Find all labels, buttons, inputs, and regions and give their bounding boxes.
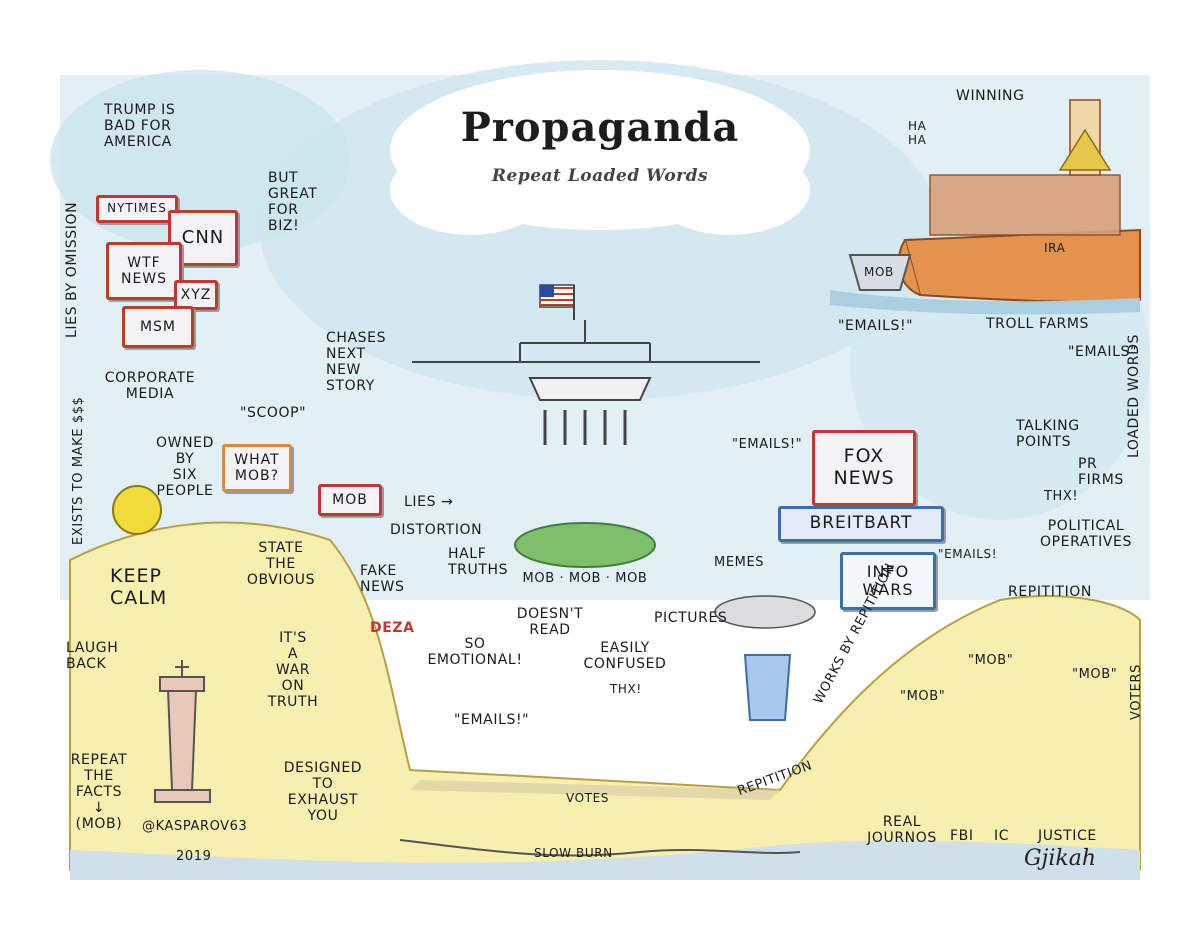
political-operatives-label: POLITICAL OPERATIVES xyxy=(1040,518,1132,551)
owned-by-label: OWNED BY SIX PEOPLE xyxy=(156,435,214,500)
talking-points-label: TALKING POINTS xyxy=(1016,418,1080,451)
easily-confused-label: EASILY CONFUSED xyxy=(583,640,667,673)
outlet-box-xyz: XYZ xyxy=(174,280,218,310)
winning-label: WINNING xyxy=(956,88,1025,104)
ira-label: IRA xyxy=(1044,241,1066,255)
lies-by-omission-label: LIES BY OMISSION xyxy=(64,201,80,338)
emails-quote-label: "EMAILS" xyxy=(1068,344,1137,360)
distortion-label: DISTORTION xyxy=(390,522,483,538)
mob-boat-label: MOB xyxy=(864,265,894,279)
justice-label: JUSTICE xyxy=(1038,828,1097,844)
chases-story-label: CHASES NEXT NEW STORY xyxy=(326,330,387,395)
exists-to-make-label: EXISTS TO MAKE $$$ xyxy=(71,396,86,545)
fox-news-box: FOX NEWS xyxy=(812,430,916,506)
outlet-box-wtf-news: WTF NEWS xyxy=(106,242,182,300)
thx-right-label: THX! xyxy=(1044,489,1079,504)
keep-calm-label: KEEP CALM xyxy=(110,565,168,609)
deza-label: DEZA xyxy=(370,620,415,636)
emails-mid-label: "EMAILS!" xyxy=(732,437,803,452)
green-rotunda xyxy=(514,522,656,568)
repitition-right-label: REPITITION xyxy=(1008,584,1092,600)
info-wars-box: INFO WARS xyxy=(840,552,936,610)
real-journos-label: REAL JOURNOS xyxy=(867,814,937,847)
slow-burn-label: SLOW BURN xyxy=(534,846,613,860)
voters-label: VOTERS xyxy=(1129,664,1144,720)
breitbart-box: BREITBART xyxy=(778,506,944,542)
mob-box: MOB xyxy=(318,484,382,516)
repeat-facts-label: REPEAT THE FACTS ↓ (MOB) xyxy=(70,752,128,833)
page-subtitle: Repeat Loaded Words xyxy=(491,166,709,186)
laugh-back-label: LAUGH BACK xyxy=(66,640,119,673)
pr-firms-label: PR FIRMS xyxy=(1078,456,1124,489)
emails-side-label: "EMAILS! xyxy=(938,547,998,561)
outlet-box-nytimes: NYTIMES xyxy=(96,195,178,223)
war-on-truth-label: IT'S A WAR ON TRUTH xyxy=(267,630,319,711)
state-obvious-label: STATE THE OBVIOUS xyxy=(246,540,316,589)
emails-bottom-label: "EMAILS!" xyxy=(454,712,530,728)
but-great-label: BUT GREAT FOR BIZ! xyxy=(268,170,318,235)
year-label: 2019 xyxy=(176,849,212,864)
votes-label: VOTES xyxy=(566,791,609,805)
ic-label: IC xyxy=(994,828,1010,844)
outlet-box-msm: MSM xyxy=(122,306,194,348)
what-mob-box: WHAT MOB? xyxy=(222,444,292,492)
ha-ha-label: HA HA xyxy=(908,119,927,147)
page-title: Propaganda xyxy=(460,104,740,151)
artist-signature: Gjikah xyxy=(1023,846,1097,871)
mob-quote-1: "MOB" xyxy=(900,689,946,704)
troll-ship xyxy=(903,228,1141,304)
corporate-media-label: CORPORATE MEDIA xyxy=(104,370,196,403)
designed-exhaust-label: DESIGNED TO EXHAUST YOU xyxy=(283,760,363,825)
so-emotional-label: SO EMOTIONAL! xyxy=(427,636,523,669)
mob-quote-2: "MOB" xyxy=(968,653,1014,668)
trump-bad-label: TRUMP IS BAD FOR AMERICA xyxy=(104,102,176,151)
fbi-label: FBI xyxy=(950,828,974,844)
emails-top-label: "EMAILS!" xyxy=(838,318,914,334)
thx-center-label: THX! xyxy=(610,682,642,696)
memes-label: MEMES xyxy=(714,555,765,570)
pictures-label: PICTURES xyxy=(654,610,728,626)
half-truths-label: HALF TRUTHS xyxy=(448,546,509,579)
kasparov-handle: @KASPAROV63 xyxy=(142,819,248,834)
lies-label: LIES → xyxy=(404,494,454,510)
loaded-words-label: LOADED WORDS xyxy=(1126,334,1142,458)
troll-farms-label: TROLL FARMS xyxy=(986,316,1089,332)
mob-chant-label: MOB · MOB · MOB xyxy=(522,571,648,586)
fake-news-label: FAKE NEWS xyxy=(360,563,405,596)
doesnt-read-label: DOESN'T READ xyxy=(516,606,584,639)
scoop-label: "SCOOP" xyxy=(240,405,307,421)
mob-quote-3: "MOB" xyxy=(1072,667,1118,682)
